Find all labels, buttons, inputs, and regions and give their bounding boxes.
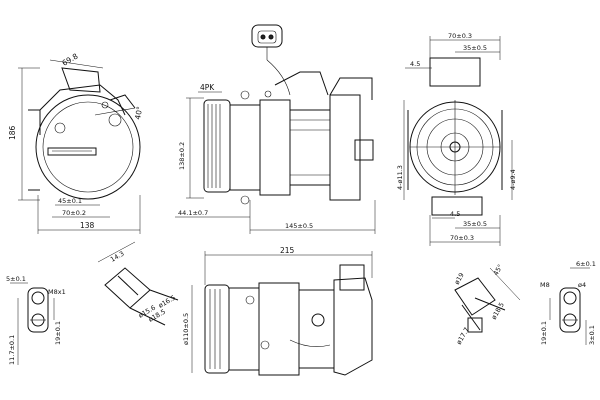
port-right-body bbox=[559, 287, 581, 333]
front-top-bracket bbox=[39, 84, 126, 135]
front-bolt-hole bbox=[108, 113, 122, 127]
port-left-offset-label: 11.7±0.1 bbox=[8, 335, 16, 365]
rear-bottom-hole-spacing-label: 35±0.5 bbox=[463, 220, 487, 228]
rear-top-mount bbox=[429, 57, 481, 87]
side-view: 4PK 138±0.2 44.1±0.7 145±0.5 bbox=[175, 24, 376, 234]
side-mount-length-label: 145±0.5 bbox=[285, 222, 313, 230]
port-right-hole-label: ø4 bbox=[578, 281, 586, 289]
side-pulley-offset-label: 44.1±0.7 bbox=[178, 209, 208, 217]
port-left-body bbox=[27, 287, 49, 333]
rear-hole-dia-label: 4-ø11.3 bbox=[396, 165, 404, 190]
port-angled-dim-label: 14.3 bbox=[109, 250, 126, 264]
port-right-offset-label: 6±0.1 bbox=[576, 260, 596, 268]
rear-bottom-offset-label: 4.5 bbox=[450, 210, 460, 218]
port-detail-right-angled: 45° ø19 ø18.5 ø17.7 bbox=[453, 263, 521, 346]
side-clutch-housing bbox=[229, 104, 261, 191]
port-right-angled-body bbox=[454, 277, 496, 316]
front-bolt-hole bbox=[54, 122, 66, 134]
front-connector-block bbox=[61, 67, 101, 93]
port-left-height-label: 19±0.1 bbox=[54, 321, 62, 345]
rear-view: 70±0.3 35±0.5 4.5 4-ø11.3 4-ø9.4 4.5 35±… bbox=[396, 32, 517, 246]
port-detail-left: 5±0.1 M8x1 19±0.1 11.7±0.1 bbox=[6, 275, 66, 365]
side-port bbox=[354, 139, 374, 161]
side-cylinder-body bbox=[289, 109, 331, 186]
side-belt-label: 4PK bbox=[200, 83, 215, 92]
bottom-view: 215 ø110±0.5 bbox=[182, 246, 373, 376]
front-connector-dimline bbox=[49, 59, 104, 69]
port-detail-right: 6±0.1 M8 ø4 19±0.1 3±0.1 bbox=[540, 260, 596, 345]
port-angled-body bbox=[104, 267, 151, 309]
bottom-diameter-label: ø110±0.5 bbox=[182, 313, 190, 345]
front-bolt-spacing-label: 45±0.1 bbox=[58, 197, 82, 205]
side-front-body bbox=[259, 99, 291, 196]
port-right-depth-label: 3±0.1 bbox=[588, 325, 596, 345]
port-right-angled-angle-label: 45° bbox=[492, 263, 505, 277]
port-left-depth-label: 5±0.1 bbox=[6, 275, 26, 283]
port-left-thread-label: M8x1 bbox=[48, 288, 66, 296]
front-housing-outline bbox=[35, 94, 141, 200]
port-right-angled-dia2-label: ø18.5 bbox=[490, 301, 506, 321]
port-angled-dia2-label: ø16.5 bbox=[157, 294, 177, 310]
rear-pcd-label: 4-ø9.4 bbox=[509, 169, 517, 190]
front-connector-label: 69.8 bbox=[61, 51, 80, 67]
side-rear-head bbox=[329, 94, 361, 201]
bottom-pulley bbox=[204, 284, 230, 374]
port-detail-angled: 14.3 ø15.6 ø18.5 ø16.5 bbox=[97, 241, 179, 326]
rear-bottom-width-label: 70±0.3 bbox=[450, 234, 474, 242]
front-bolt-width-label: 70±0.2 bbox=[62, 209, 86, 217]
rear-top-width-label: 70±0.3 bbox=[448, 32, 472, 40]
rear-top-hole-spacing-label: 35±0.5 bbox=[463, 44, 487, 52]
bottom-length-label: 215 bbox=[280, 246, 295, 255]
port-right-angled-dia1-label: ø19 bbox=[453, 271, 466, 286]
bottom-rear-head bbox=[333, 277, 373, 376]
rear-bottom-mount bbox=[431, 196, 483, 216]
port-right-height-label: 19±0.1 bbox=[540, 321, 548, 345]
side-pulley-height-label: 138±0.2 bbox=[178, 142, 186, 170]
front-angle-label: 40° bbox=[133, 105, 144, 120]
front-view: 186 69.8 40° 45±0.1 70±0.2 138 bbox=[8, 51, 144, 234]
front-width-label: 138 bbox=[80, 221, 95, 230]
front-center-bar bbox=[47, 147, 97, 156]
front-height-label: 186 bbox=[8, 125, 17, 140]
connector-pictogram bbox=[251, 24, 283, 48]
rear-top-offset-label: 4.5 bbox=[410, 60, 420, 68]
front-housing-inner bbox=[42, 101, 134, 193]
port-right-thread-label: M8 bbox=[540, 281, 550, 289]
port-right-angled-dia3-label: ø17.7 bbox=[455, 326, 471, 346]
